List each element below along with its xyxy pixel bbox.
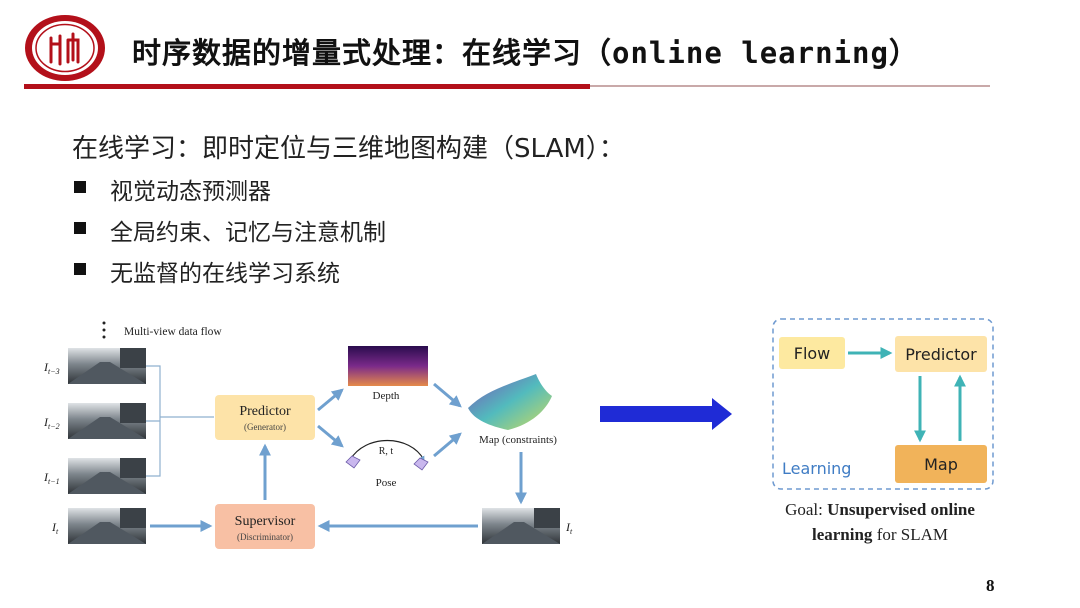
dataflow-dots-icon [102, 321, 106, 339]
map-box: Map [895, 445, 987, 483]
bullet-text: 无监督的在线学习系统 [110, 261, 340, 287]
university-seal-logo [25, 15, 105, 81]
map-label-simple: Map [924, 455, 958, 474]
rt-label: R, t [379, 446, 394, 457]
input-frame-t [68, 508, 146, 544]
camera-pose-icon [413, 457, 429, 471]
supervisor-sublabel: (Discriminator) [237, 532, 293, 542]
arrow-depth-to-map [433, 382, 462, 408]
frame-label-t: It [51, 520, 59, 536]
frame-label-t-3: It−3 [43, 360, 60, 376]
predictor-label: Predictor [239, 404, 291, 419]
predictor-label-simple: Predictor [905, 345, 977, 364]
slam-architecture-diagram: Multi-view data flow It−3 It−2 It−1 It P… [43, 321, 732, 549]
goal-caption-line2: learning for SLAM [812, 525, 948, 544]
output-frame [482, 508, 560, 544]
depth-label: Depth [373, 390, 400, 402]
depth-map-image [348, 346, 428, 386]
goal-caption-line1: Goal: Unsupervised online [785, 500, 975, 519]
title-chinese: 时序数据的增量式处理：在线学习（ [132, 36, 613, 70]
learning-label: Learning [782, 459, 851, 478]
predictor-sublabel: (Generator) [244, 422, 286, 432]
map-label: Map (constraints) [479, 434, 557, 446]
arrow-pose-to-map [433, 432, 462, 458]
page-number: 8 [986, 576, 995, 595]
title-close-paren: ） [888, 36, 919, 70]
arrow-predictor-to-depth [317, 388, 344, 412]
square-bullet-icon [74, 222, 86, 234]
title-rule-red [24, 84, 590, 89]
camera-pose-icon [345, 455, 361, 469]
predictor-box: Predictor (Generator) [215, 395, 315, 440]
square-bullet-icon [74, 263, 86, 275]
bullet-text: 全局约束、记忆与注意机制 [110, 220, 386, 246]
square-bullet-icon [74, 181, 86, 193]
pose-arc [349, 440, 425, 461]
slide-title: 时序数据的增量式处理：在线学习（online learning） [132, 30, 919, 72]
3d-map-pointcloud [468, 374, 552, 430]
dataflow-label: Multi-view data flow [124, 326, 222, 338]
input-frame-t-2 [68, 403, 146, 439]
title-rule-gray [590, 85, 990, 87]
frame-label-t-1: It−1 [43, 470, 60, 486]
big-right-arrow-icon [600, 398, 732, 430]
output-frame-label: It [565, 520, 573, 536]
input-frame-t-3 [68, 348, 146, 384]
online-learning-diagram: Flow Predictor Map Learning Goal: Unsupe… [772, 318, 994, 544]
frames-bracket-connector [146, 365, 214, 477]
bullet-text: 视觉动态预测器 [110, 179, 271, 205]
predictor-box-simple: Predictor [895, 336, 987, 372]
flow-label: Flow [794, 344, 831, 363]
arrow-predictor-to-pose [317, 424, 344, 448]
learning-dashed-frame [772, 318, 994, 490]
supervisor-box: Supervisor (Discriminator) [215, 504, 315, 549]
title-english: online learning [612, 36, 889, 70]
slide-subtitle: 在线学习：即时定位与三维地图构建（SLAM）： [72, 134, 625, 164]
pose-label: Pose [376, 477, 397, 489]
frame-label-t-2: It−2 [43, 415, 60, 431]
input-frame-t-1 [68, 458, 146, 494]
flow-box: Flow [779, 337, 845, 369]
supervisor-label: Supervisor [235, 514, 296, 529]
